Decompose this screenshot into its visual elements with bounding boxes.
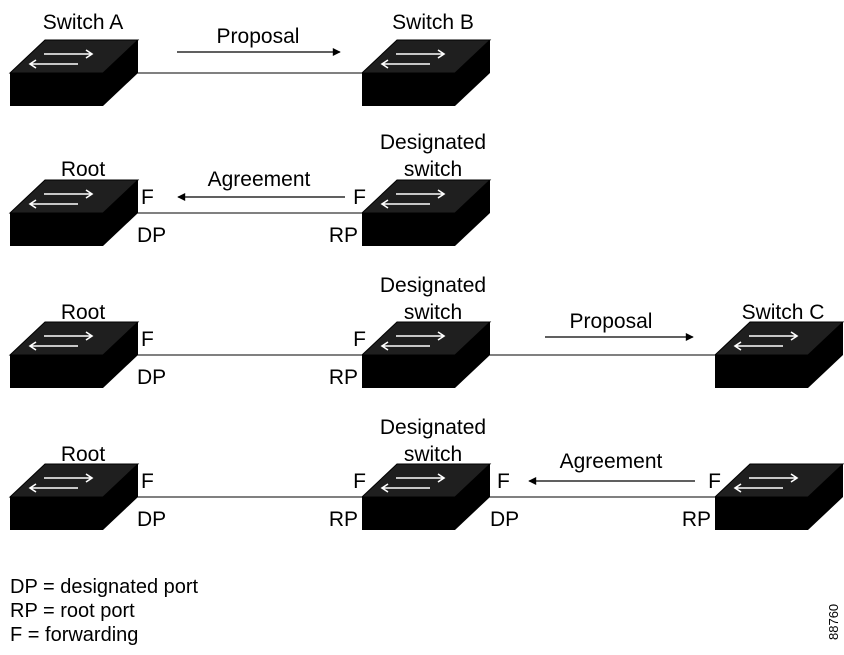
- port-state-label: F: [141, 470, 154, 493]
- port-state-label: F: [141, 186, 154, 209]
- switch-icon: [8, 321, 140, 388]
- designated-label-line1: Designated: [380, 274, 486, 297]
- switch-icon: [360, 321, 492, 388]
- port-role-label: DP: [137, 224, 166, 247]
- port-state-label: F: [353, 186, 366, 209]
- legend: DP = designated port RP = root port F = …: [10, 575, 198, 647]
- port-role-label: RP: [329, 224, 358, 247]
- designated-label-line2: switch: [404, 443, 462, 466]
- message-label: Agreement: [208, 168, 311, 191]
- legend-item-f: F = forwarding: [10, 624, 139, 646]
- figure-id: 88760: [826, 603, 841, 640]
- switch-icon: [713, 321, 844, 388]
- port-role-label: RP: [682, 508, 711, 531]
- root-label: Root: [61, 443, 106, 466]
- legend-item-dp: DP = designated port: [10, 576, 199, 598]
- message-label: Proposal: [570, 310, 653, 333]
- port-role-label: DP: [490, 508, 519, 531]
- scene-1: Switch A Switch B Proposal: [8, 11, 492, 106]
- root-label: Root: [61, 158, 106, 181]
- port-role-label: RP: [329, 508, 358, 531]
- switch-a-label: Switch A: [43, 11, 124, 34]
- port-role-label: DP: [137, 366, 166, 389]
- switch-icon: [360, 463, 492, 530]
- message-label: Agreement: [560, 450, 663, 473]
- port-state-label: F: [353, 470, 366, 493]
- root-label: Root: [61, 301, 106, 324]
- switch-icon: [360, 39, 492, 106]
- port-state-label: F: [708, 470, 721, 493]
- port-state-label: F: [353, 328, 366, 351]
- switch-icon: [8, 39, 140, 106]
- message-label: Proposal: [217, 25, 300, 48]
- designated-label-line1: Designated: [380, 131, 486, 154]
- scene-2: Root Designated switch F DP F RP Agreeme…: [8, 131, 492, 247]
- switch-icon: [713, 463, 844, 530]
- port-role-label: RP: [329, 366, 358, 389]
- designated-label-line2: switch: [404, 158, 462, 181]
- switch-icon: [8, 179, 140, 246]
- port-role-label: DP: [137, 508, 166, 531]
- port-state-label: F: [141, 328, 154, 351]
- scene-3: Root Designated switch Switch C F DP F R…: [8, 274, 844, 389]
- port-state-label: F: [497, 470, 510, 493]
- designated-label-line2: switch: [404, 301, 462, 324]
- switch-b-label: Switch B: [392, 11, 474, 34]
- designated-label-line1: Designated: [380, 416, 486, 439]
- switch-icon: [8, 463, 140, 530]
- scene-4: Root Designated switch F DP F RP F DP F …: [8, 416, 844, 531]
- legend-item-rp: RP = root port: [10, 600, 135, 622]
- switch-icon: [360, 179, 492, 246]
- switch-c-label: Switch C: [742, 301, 825, 324]
